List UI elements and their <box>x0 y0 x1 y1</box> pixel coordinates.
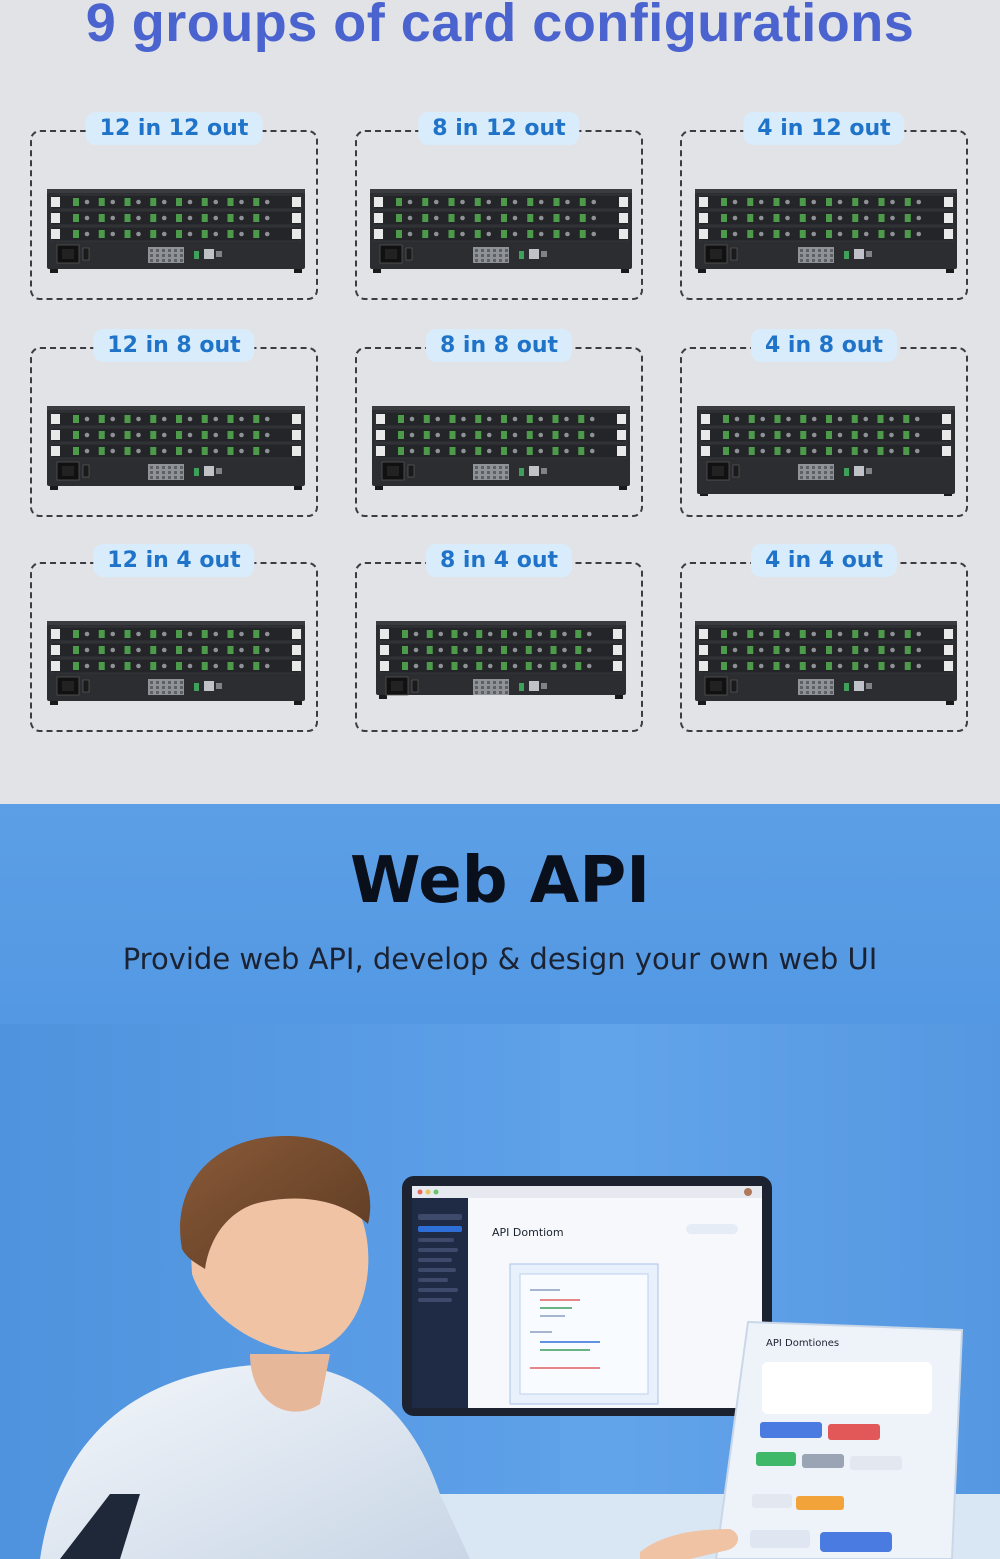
monitor-window-title: API Domtiom <box>492 1226 564 1239</box>
config-label: 4 in 12 out <box>743 112 905 145</box>
config-label: 8 in 8 out <box>425 329 573 362</box>
config-card: 8 in 4 out <box>355 544 643 732</box>
chassis-image <box>695 621 957 705</box>
chassis-image <box>372 406 630 490</box>
tablet: API Domtiones <box>714 1320 964 1559</box>
developer-scene-illustration: API Domtiom API Domtiones <box>0 1024 1000 1559</box>
person <box>40 1135 739 1559</box>
chassis-image <box>697 406 955 496</box>
config-card: 12 in 12 out <box>30 112 318 300</box>
config-card: 12 in 4 out <box>30 544 318 732</box>
section-title: 9 groups of card configurations <box>85 0 915 53</box>
config-card: 4 in 12 out <box>680 112 968 300</box>
chassis-image <box>47 621 305 705</box>
config-card: 4 in 4 out <box>680 544 968 732</box>
chassis-image <box>47 189 305 273</box>
config-label: 4 in 4 out <box>750 544 898 577</box>
chassis-image <box>370 189 632 273</box>
config-card: 8 in 8 out <box>355 329 643 517</box>
config-label: 4 in 8 out <box>750 329 898 362</box>
config-label: 8 in 4 out <box>425 544 573 577</box>
monitor: API Domtiom <box>402 1176 772 1416</box>
web-api-section: Web API Provide web API, develop & desig… <box>0 804 1000 1559</box>
tablet-title: API Domtiones <box>766 1338 839 1349</box>
config-label: 12 in 12 out <box>85 112 263 145</box>
config-card: 4 in 8 out <box>680 329 968 517</box>
chassis-image <box>695 189 957 273</box>
card-configurations-section: 9 groups of card configurations 12 in 12… <box>30 0 968 732</box>
config-label: 8 in 12 out <box>418 112 580 145</box>
config-card: 12 in 8 out <box>30 329 318 517</box>
chassis-image <box>47 406 305 490</box>
web-api-subtitle: Provide web API, develop & design your o… <box>122 942 878 976</box>
web-api-title: Web API <box>349 844 651 918</box>
config-label: 12 in 8 out <box>93 329 255 362</box>
config-label: 12 in 4 out <box>93 544 255 577</box>
chassis-image <box>376 621 626 699</box>
config-card: 8 in 12 out <box>355 112 643 300</box>
